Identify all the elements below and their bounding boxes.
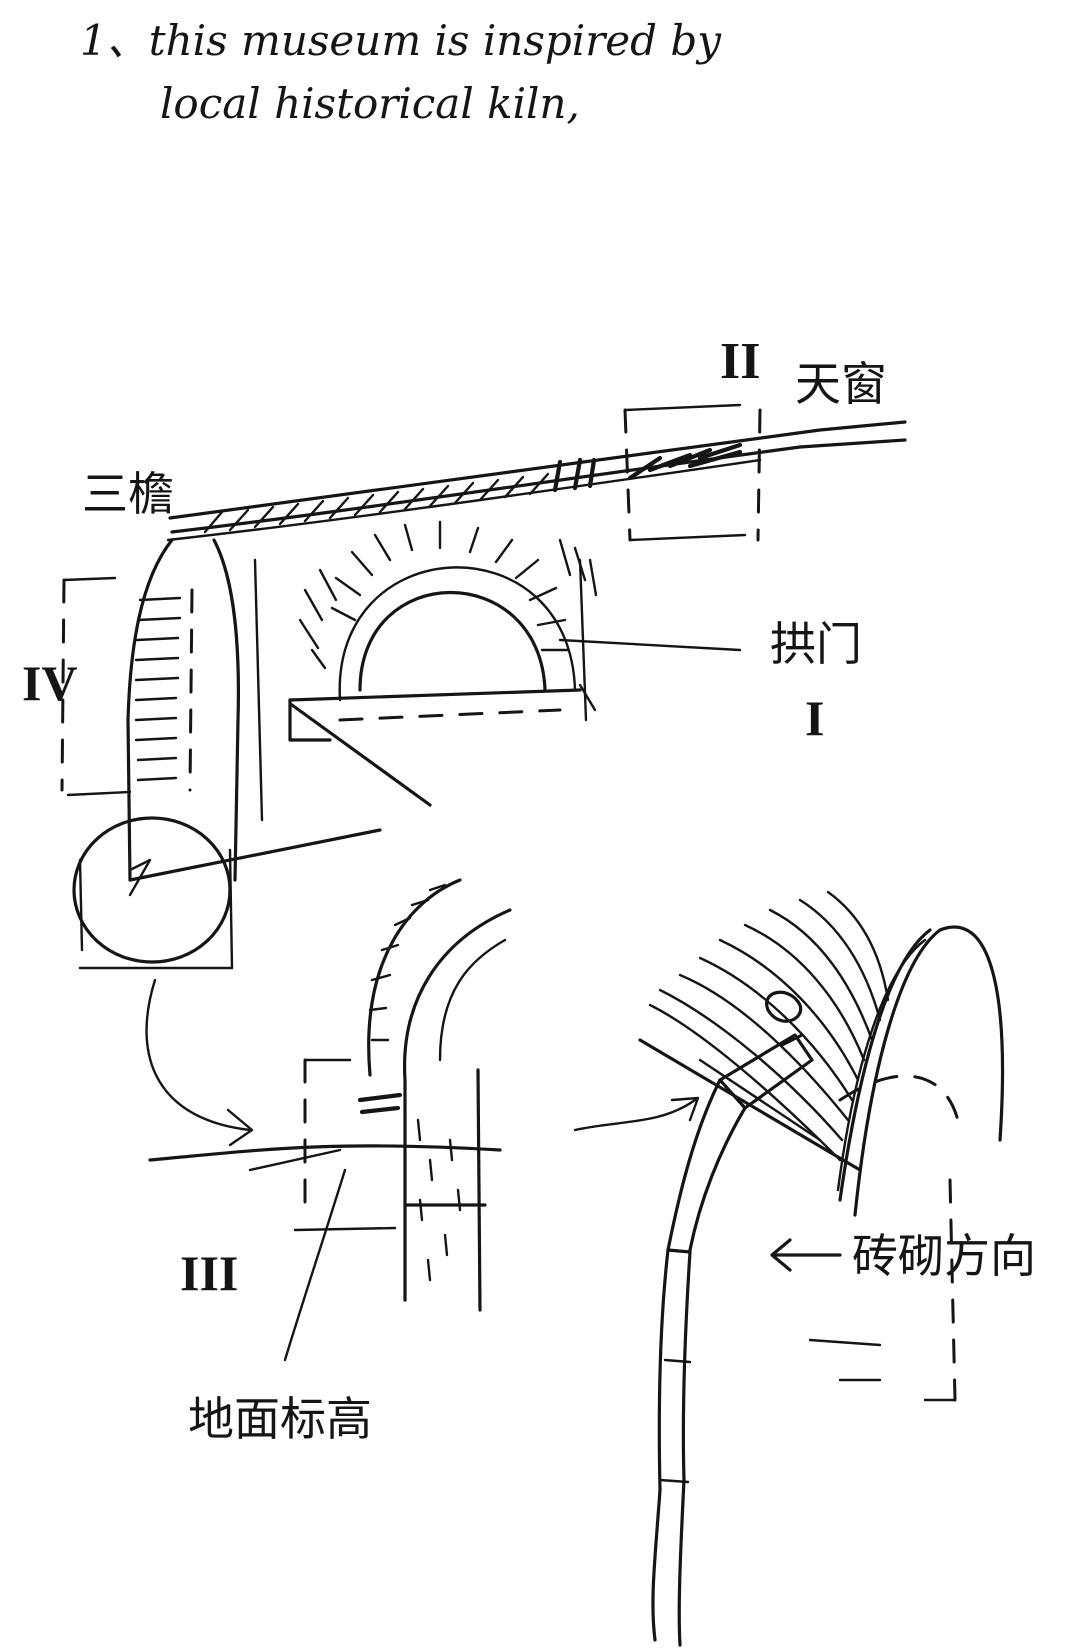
label-roman-III: III <box>180 1245 238 1301</box>
skylight-detail: II 天窗 <box>623 333 887 542</box>
base-detail <box>72 816 382 970</box>
arrowhead-arch <box>670 1096 700 1122</box>
arch-door: 拱门 I <box>288 520 862 807</box>
handwritten-note: 1、this museum is inspired by local histo… <box>80 16 722 128</box>
arrowhead-ground <box>226 1108 254 1147</box>
label-eave: 三檐 <box>82 467 174 521</box>
left-wall: IV <box>22 538 264 882</box>
note-line-2: local historical kiln, <box>160 79 580 128</box>
label-skylight: 天窗 <box>795 357 887 411</box>
label-arch-door: 拱门 <box>770 617 862 671</box>
label-ground-level: 地面标高 <box>188 1392 372 1446</box>
brick-direction-detail: 砖砌方向 <box>651 990 1036 1647</box>
arch-corner-detail <box>638 890 1005 1217</box>
roof-slab <box>166 420 907 542</box>
ground-detail: III 地面标高 <box>148 878 512 1446</box>
label-roman-I: I <box>805 690 824 746</box>
label-roman-IV: IV <box>22 655 78 711</box>
label-brick-direction: 砖砌方向 <box>852 1229 1036 1283</box>
arrow-to-arch <box>573 1098 697 1132</box>
label-roman-II: II <box>720 333 760 390</box>
note-line-1: 1、this museum is inspired by <box>80 16 722 65</box>
arrow-to-ground <box>145 978 252 1132</box>
